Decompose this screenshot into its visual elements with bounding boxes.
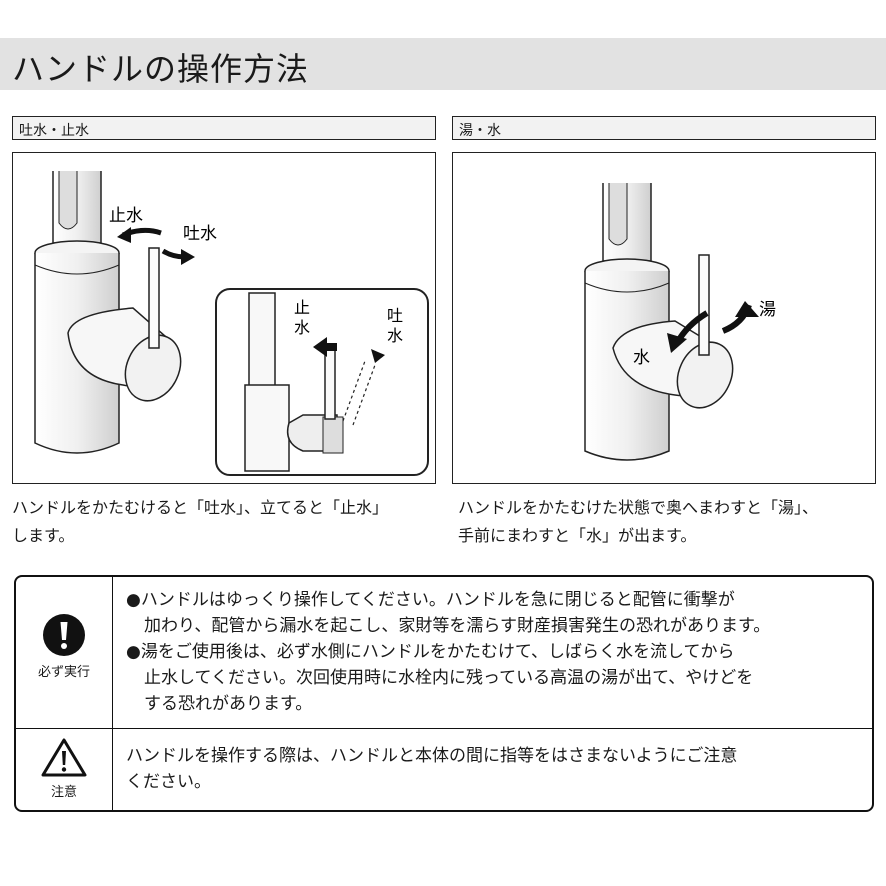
stop-water-label: 止水 [109, 206, 143, 226]
left-caption-line-2: します。 [12, 526, 75, 545]
mandatory-item-1-line-1: ●ハンドルはゆっくり操作してください。ハンドルを急に閉じると配管に衝撃が [126, 590, 735, 610]
page-title: ハンドルの操作方法 [12, 50, 310, 88]
caution-line-2: ください。 [126, 772, 211, 792]
left-caption-line-1: ハンドルをかたむけると「吐水」、立てると「止水」 [12, 498, 389, 517]
right-caption: ハンドルをかたむけた状態で奥へまわすと「湯」、 手前にまわすと「水」が出ます。 [458, 494, 818, 550]
right-caption-line-2: 手前にまわすと「水」が出ます。 [458, 526, 697, 545]
right-caption-line-1: ハンドルをかたむけた状態で奥へまわすと「湯」、 [458, 498, 819, 517]
exclamation-circle-icon [43, 614, 85, 656]
notice-divider-horizontal [16, 728, 872, 729]
mandatory-item-2-line-1: ●湯をご使用後は、必ず水側にハンドルをかたむけて、しばらく水を流してから [126, 642, 735, 662]
left-section-title: 吐水・止水 [19, 123, 89, 139]
notice-divider-vertical [112, 577, 113, 810]
inset-spout-char-1: 吐 [387, 306, 403, 325]
mandatory-item-2-line-2: 止水してください。次回使用時に水栓内に残っている高温の湯が出て、やけどを [144, 668, 754, 688]
caution-line-1: ハンドルを操作する際は、ハンドルと本体の間に指等をはさまないようにご注意 [126, 746, 738, 766]
left-section-header: 吐水・止水 [12, 116, 436, 140]
mandatory-label: 必ず実行 [37, 665, 90, 680]
caution-cell: 注意 [16, 737, 112, 800]
mandatory-item-2-line-3: する恐れがあります。 [144, 694, 313, 714]
mandatory-cell: 必ず実行 [16, 613, 112, 680]
hot-water-label: 湯 [759, 300, 776, 320]
faucet-spout-stop-illustration: 止水 吐水 止 水 吐 水 [34, 171, 429, 476]
caution-text: ハンドルを操作する際は、ハンドルと本体の間に指等をはさまないようにご注意 くださ… [126, 743, 737, 795]
mandatory-item-1-line-2: 加わり、配管から漏水を起こし、家財等を濡らす財産損害発生の恐れがあります。 [144, 616, 771, 636]
safety-notice-box: 必ず実行 ●ハンドルはゆっくり操作してください。ハンドルを急に閉じると配管に衝撃… [14, 575, 874, 812]
warning-triangle-icon [41, 738, 87, 777]
title-bar: ハンドルの操作方法 [0, 38, 886, 90]
left-illustration-panel: 止水 吐水 止 水 吐 水 [12, 152, 436, 484]
right-illustration-panel: 湯 水 [452, 152, 876, 484]
right-section-title: 湯・水 [459, 123, 501, 139]
inset-stop-char-1: 止 [294, 298, 310, 317]
faucet-hot-cold-illustration: 湯 水 [584, 183, 776, 461]
spout-water-label: 吐水 [183, 224, 217, 244]
inset-spout-char-2: 水 [387, 326, 403, 345]
inset-stop-char-2: 水 [294, 318, 310, 337]
right-section-header: 湯・水 [452, 116, 876, 140]
cold-water-label: 水 [633, 348, 650, 368]
caution-label: 注意 [50, 785, 77, 800]
left-caption: ハンドルをかたむけると「吐水」、立てると「止水」 します。 [12, 494, 388, 550]
mandatory-text: ●ハンドルはゆっくり操作してください。ハンドルを急に閉じると配管に衝撃が 加わり… [126, 587, 770, 717]
